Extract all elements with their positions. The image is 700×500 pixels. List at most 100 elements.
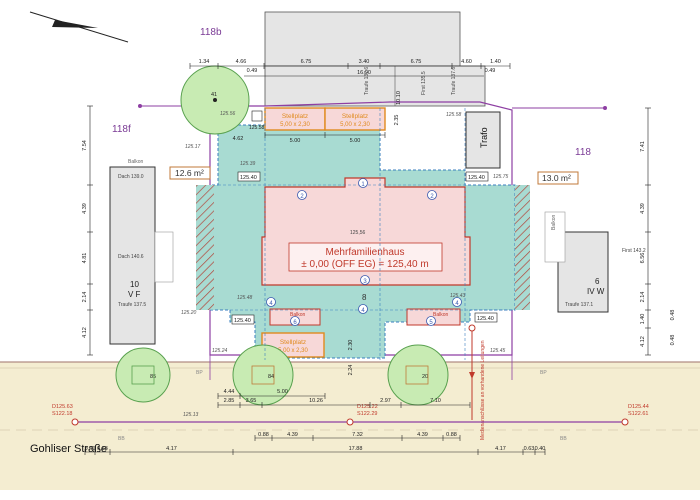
tree-85 [115, 347, 171, 403]
parking-top-left-size: 5,00 x 2,30 [280, 122, 310, 128]
dim-street1-value: 0.88 [258, 432, 269, 438]
elev-box-5 [251, 110, 263, 122]
parking-bottom-size: 5,00 x 2,30 [278, 348, 308, 354]
boundary-point-west [138, 104, 142, 108]
parking-top-right [324, 107, 386, 131]
survey-right-1: D125.44 [628, 404, 649, 410]
tree-box-84 [251, 365, 275, 385]
survey-point-center [346, 418, 354, 426]
spot-p11: 125.13 [183, 412, 199, 418]
dim-row5-value: 5.00 [350, 138, 361, 144]
dim-front1-value: 5.00 [277, 389, 288, 395]
spot-p2: 125.17 [185, 144, 201, 150]
dim-right-v-value: 6.56 [640, 253, 646, 264]
dim-street2-value: 0.63 [524, 446, 535, 452]
marker-4-center: 4 [358, 304, 368, 314]
dim-front2-value: 2.85 [224, 398, 235, 404]
tree-41-trunk-icon [213, 98, 217, 102]
survey-center-2: S122.29 [357, 411, 378, 417]
dim-street2-value: 0.63 [97, 446, 108, 452]
neighbor-left-type: V F [128, 290, 141, 299]
parcel-label-118: 118 [575, 147, 591, 158]
survey-left-1: D125.63 [52, 404, 73, 410]
parking-top-left-title: Stellplatz [282, 113, 308, 120]
balcony-right-label: Balkon [433, 312, 449, 318]
dim-v-front: 2.30 [348, 340, 354, 351]
marker-4-left: 4 [266, 297, 276, 307]
tree-20 [387, 344, 449, 406]
tree-20-label: 20 [422, 374, 428, 380]
area-value-left: 12.6 m² [175, 168, 204, 178]
neighbor-left-balkon: Balkon [128, 159, 144, 165]
dim-left-v-value: 4.39 [82, 203, 88, 214]
marker-6: 6 [290, 316, 300, 326]
dim-top-small-left: 0.49 [247, 68, 258, 74]
north-first-left: First 135.5 [421, 71, 427, 95]
parking-top-right-size: 5,00 x 2,30 [340, 122, 370, 128]
dim-top-value: 4.60 [461, 59, 472, 65]
elev-box-1 [237, 171, 261, 182]
area-label-right [537, 171, 579, 185]
survey-point-right [621, 418, 629, 426]
dim-front2-value: 7.10 [430, 398, 441, 404]
svg-text:1: 1 [361, 182, 365, 188]
elev-box-4-value: 125.40 [477, 316, 494, 322]
walk-code-left: BB [118, 436, 125, 442]
tree-box-85 [131, 365, 155, 385]
neighbor-left-number: 10 [130, 280, 139, 289]
elev-box-2-value: 125.40 [468, 175, 485, 181]
dim-row5-value: 5.00 [290, 138, 301, 144]
neighbor-balcony-left [154, 231, 174, 283]
spot-p9: 125.45 [490, 348, 506, 354]
dim-front2-value: 10.26 [309, 398, 323, 404]
dim-top-total-value: 16.90 [357, 70, 371, 76]
dim-top-small-right: 0.49 [485, 68, 496, 74]
dim-street2-value: 0.40 [535, 446, 546, 452]
tree-box-20 [405, 365, 429, 385]
elev-box-3 [231, 314, 255, 325]
spot-p4: 125.58 [446, 112, 462, 118]
building-marker: 8 [362, 293, 367, 302]
north-traufe-right: Traufe 137.6 [451, 67, 457, 95]
elev-box-2 [465, 171, 489, 182]
dim-street2-value: 17.88 [349, 446, 363, 452]
spot-p8: 125.24 [212, 348, 228, 354]
north-arrow-icon [29, 11, 129, 43]
survey-left-2: S122.18 [52, 411, 73, 417]
dim-top-value: 4.66 [236, 59, 247, 65]
street-code-left: BP [196, 370, 203, 376]
neighbor-right-first: First 143.2 [622, 248, 646, 254]
marker-5: 5 [426, 316, 436, 326]
dim-gap-a: 4.62 [233, 136, 244, 142]
svg-text:2: 2 [300, 194, 304, 200]
svg-text:4: 4 [455, 301, 459, 307]
tree-85-label: 85 [150, 374, 156, 380]
svg-text:5: 5 [429, 320, 433, 326]
survey-right-2: S122.61 [628, 411, 649, 417]
elev-box-4 [474, 312, 498, 323]
neighbor-building-left [109, 166, 156, 345]
svg-text:4: 4 [361, 308, 365, 314]
parcel-label-118b: 118b [200, 27, 222, 38]
spot-p7: 125.20 [181, 310, 197, 316]
dim-left-v-value: 2.14 [82, 292, 88, 303]
dim-street1-value: 4.39 [287, 432, 298, 438]
elev-box-3-value: 125.40 [234, 318, 251, 324]
hatched-area-right [515, 185, 530, 310]
dim-street2-value: 0.40 [85, 446, 96, 452]
parking-bottom-title: Stellplatz [280, 339, 306, 346]
dim-street1-value: 0.88 [446, 432, 457, 438]
marker-2-left: 2 [297, 190, 307, 200]
marker-1: 1 [358, 178, 368, 188]
neighbor-building-right-front [544, 211, 566, 263]
walk-code-right: BB [560, 436, 567, 442]
dim-right-v-value: 1.40 [640, 314, 646, 325]
building-elev: 125,56 [350, 230, 366, 236]
marker-2-right: 2 [427, 190, 437, 200]
spot-p6: 125.48 [237, 295, 253, 301]
boundary-point-east [603, 106, 607, 110]
dim-left-v-value: 4.12 [82, 327, 88, 338]
elev-box-1-value: 125.40 [240, 175, 257, 181]
